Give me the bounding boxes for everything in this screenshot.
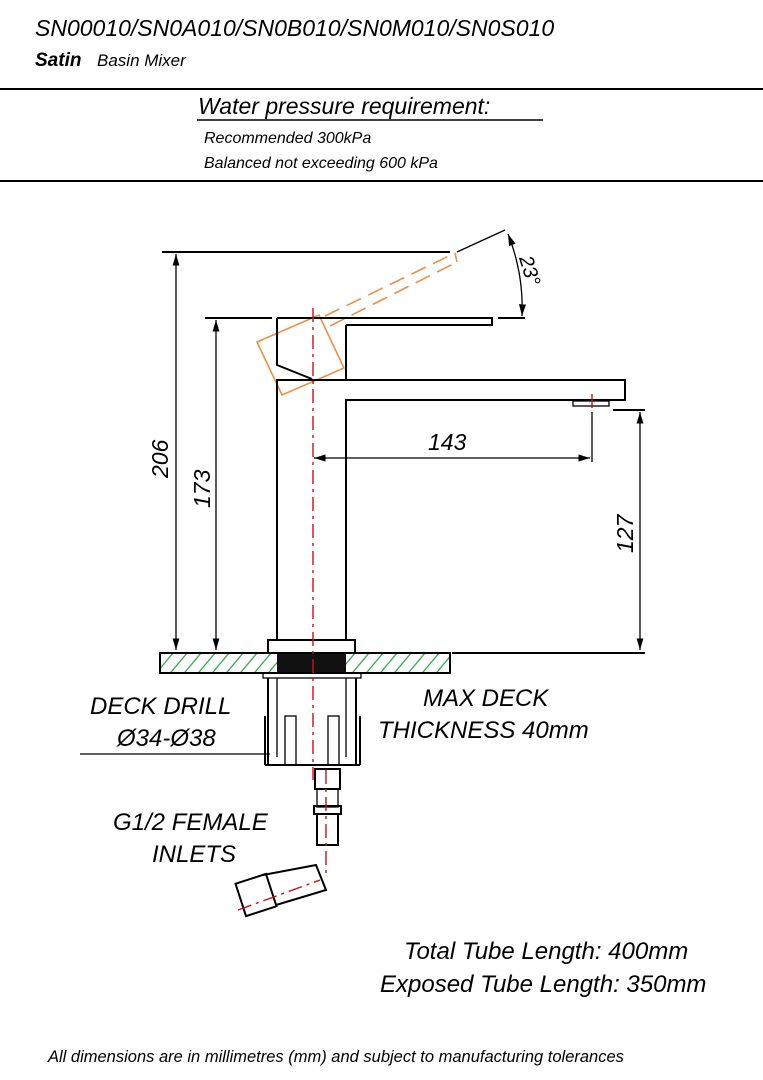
dimension-206: 206 — [147, 251, 450, 650]
svg-text:173: 173 — [189, 469, 215, 508]
exposed-tube-length: Exposed Tube Length: 350mm — [380, 971, 706, 998]
inlets-label-2: INLETS — [152, 841, 236, 868]
svg-text:206: 206 — [147, 439, 173, 479]
max-deck-thickness: THICKNESS 40mm — [378, 717, 589, 744]
deck-section — [159, 652, 645, 674]
pressure-recommended: Recommended 300kPa — [204, 130, 371, 147]
pressure-balanced: Balanced not exceeding 600 kPa — [204, 155, 438, 172]
deck-drill-size: Ø34-Ø38 — [116, 725, 216, 752]
total-tube-length: Total Tube Length: 400mm — [404, 938, 688, 965]
handle-rotated-outline — [255, 252, 458, 397]
product-name: Basin Mixer — [97, 51, 187, 70]
mixer-body — [267, 317, 626, 654]
dimension-143: 143 — [314, 412, 593, 462]
dimension-angle-23: 23° — [456, 229, 544, 319]
svg-text:143: 143 — [428, 429, 467, 455]
inlet-hose — [234, 768, 342, 918]
max-deck-label: MAX DECK — [423, 685, 549, 712]
svg-text:127: 127 — [612, 513, 638, 553]
pressure-title: Water pressure requirement: — [198, 93, 490, 119]
fixing-assembly — [262, 672, 362, 766]
dimension-173: 173 — [189, 317, 272, 650]
inlets-label: G1/2 FEMALE — [113, 809, 269, 836]
finish-label: Satin — [35, 50, 81, 71]
svg-text:23°: 23° — [514, 252, 544, 288]
model-codes: SN00010/SN0A010/SN0B010/SN0M010/SN0S010 — [35, 15, 554, 41]
dimension-127: 127 — [612, 409, 645, 650]
deck-drill-label: DECK DRILL — [90, 693, 231, 720]
footer-note: All dimensions are in millimetres (mm) a… — [47, 1048, 624, 1066]
